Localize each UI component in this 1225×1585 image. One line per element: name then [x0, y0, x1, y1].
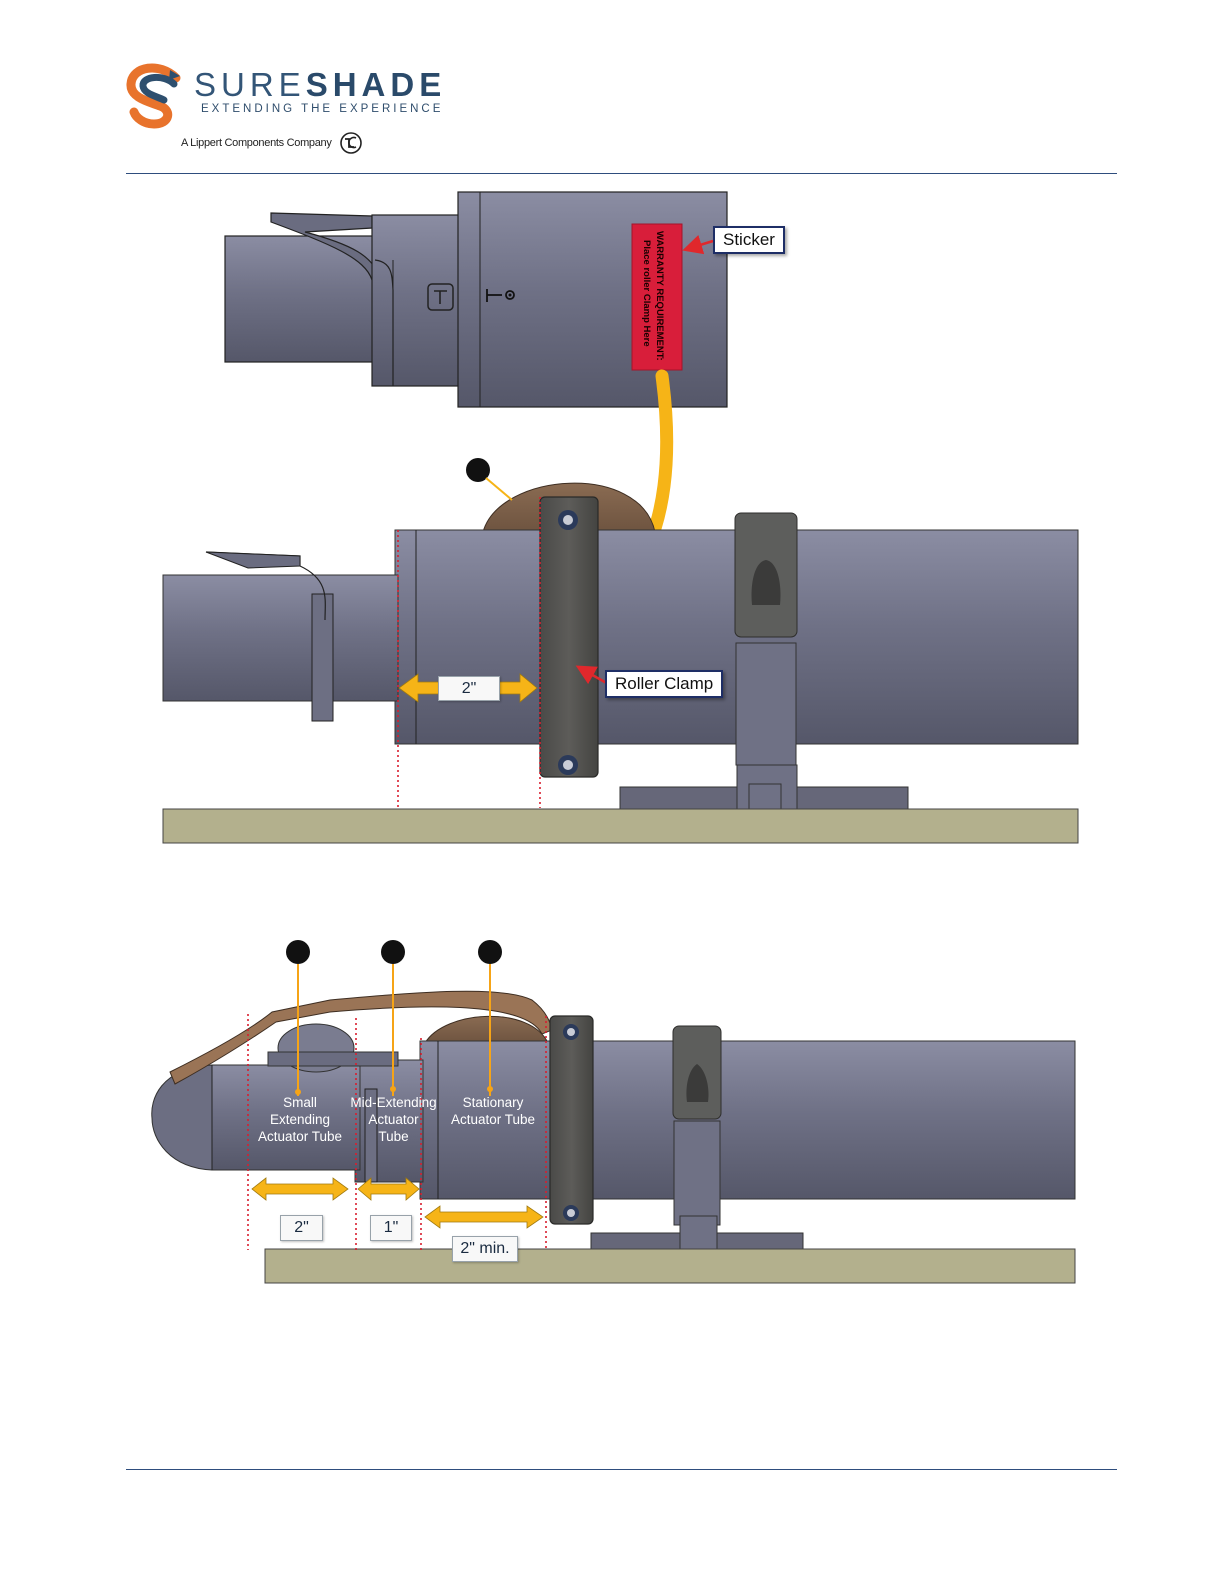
stationary-tube-label: Stationary Actuator Tube [443, 1094, 543, 1128]
mid-tube-label: Mid-Extending Actuator Tube [345, 1094, 442, 1145]
small-tube-line3: Actuator Tube [248, 1128, 352, 1145]
distance-label-mid: 1" [370, 1215, 412, 1241]
header-divider [126, 173, 1117, 174]
brand-light: SURE [194, 66, 306, 103]
placement-arrow [630, 376, 667, 578]
small-tube-line2: Extending [248, 1111, 352, 1128]
marker-dot [466, 458, 490, 482]
brand-bold: SHADE [306, 66, 447, 103]
mounted-view [163, 458, 1078, 843]
mid-tube-line1: Mid-Extending [345, 1094, 442, 1111]
warranty-sticker-line2: Place roller Clamp Here [640, 240, 653, 347]
footer-divider [126, 1469, 1117, 1470]
distance-label-top: 2" [438, 676, 500, 701]
roller-clamp [540, 497, 598, 777]
stationary-tube-line2: Actuator Tube [443, 1111, 543, 1128]
roller-clamp-callout: Roller Clamp [605, 670, 723, 698]
mid-tube-line2: Actuator [345, 1111, 442, 1128]
company-line: A Lippert Components Company [181, 137, 332, 149]
sureshade-logo-icon [0, 0, 1225, 180]
warranty-sticker-line1: WARRANTY REQUIREMENT: [653, 231, 666, 361]
small-tube-label: Small Extending Actuator Tube [248, 1094, 352, 1145]
brand-tagline: EXTENDING THE EXPERIENCE [201, 103, 443, 115]
mid-tube-line3: Tube [345, 1128, 442, 1145]
distance-label-small: 2" [280, 1215, 323, 1241]
small-tube-line1: Small [248, 1094, 352, 1111]
sticker-callout: Sticker [713, 226, 785, 254]
stationary-tube-line1: Stationary [443, 1094, 543, 1111]
brand-wordmark: SURESHADE [194, 66, 446, 104]
distance-label-stationary: 2" min. [452, 1236, 518, 1262]
